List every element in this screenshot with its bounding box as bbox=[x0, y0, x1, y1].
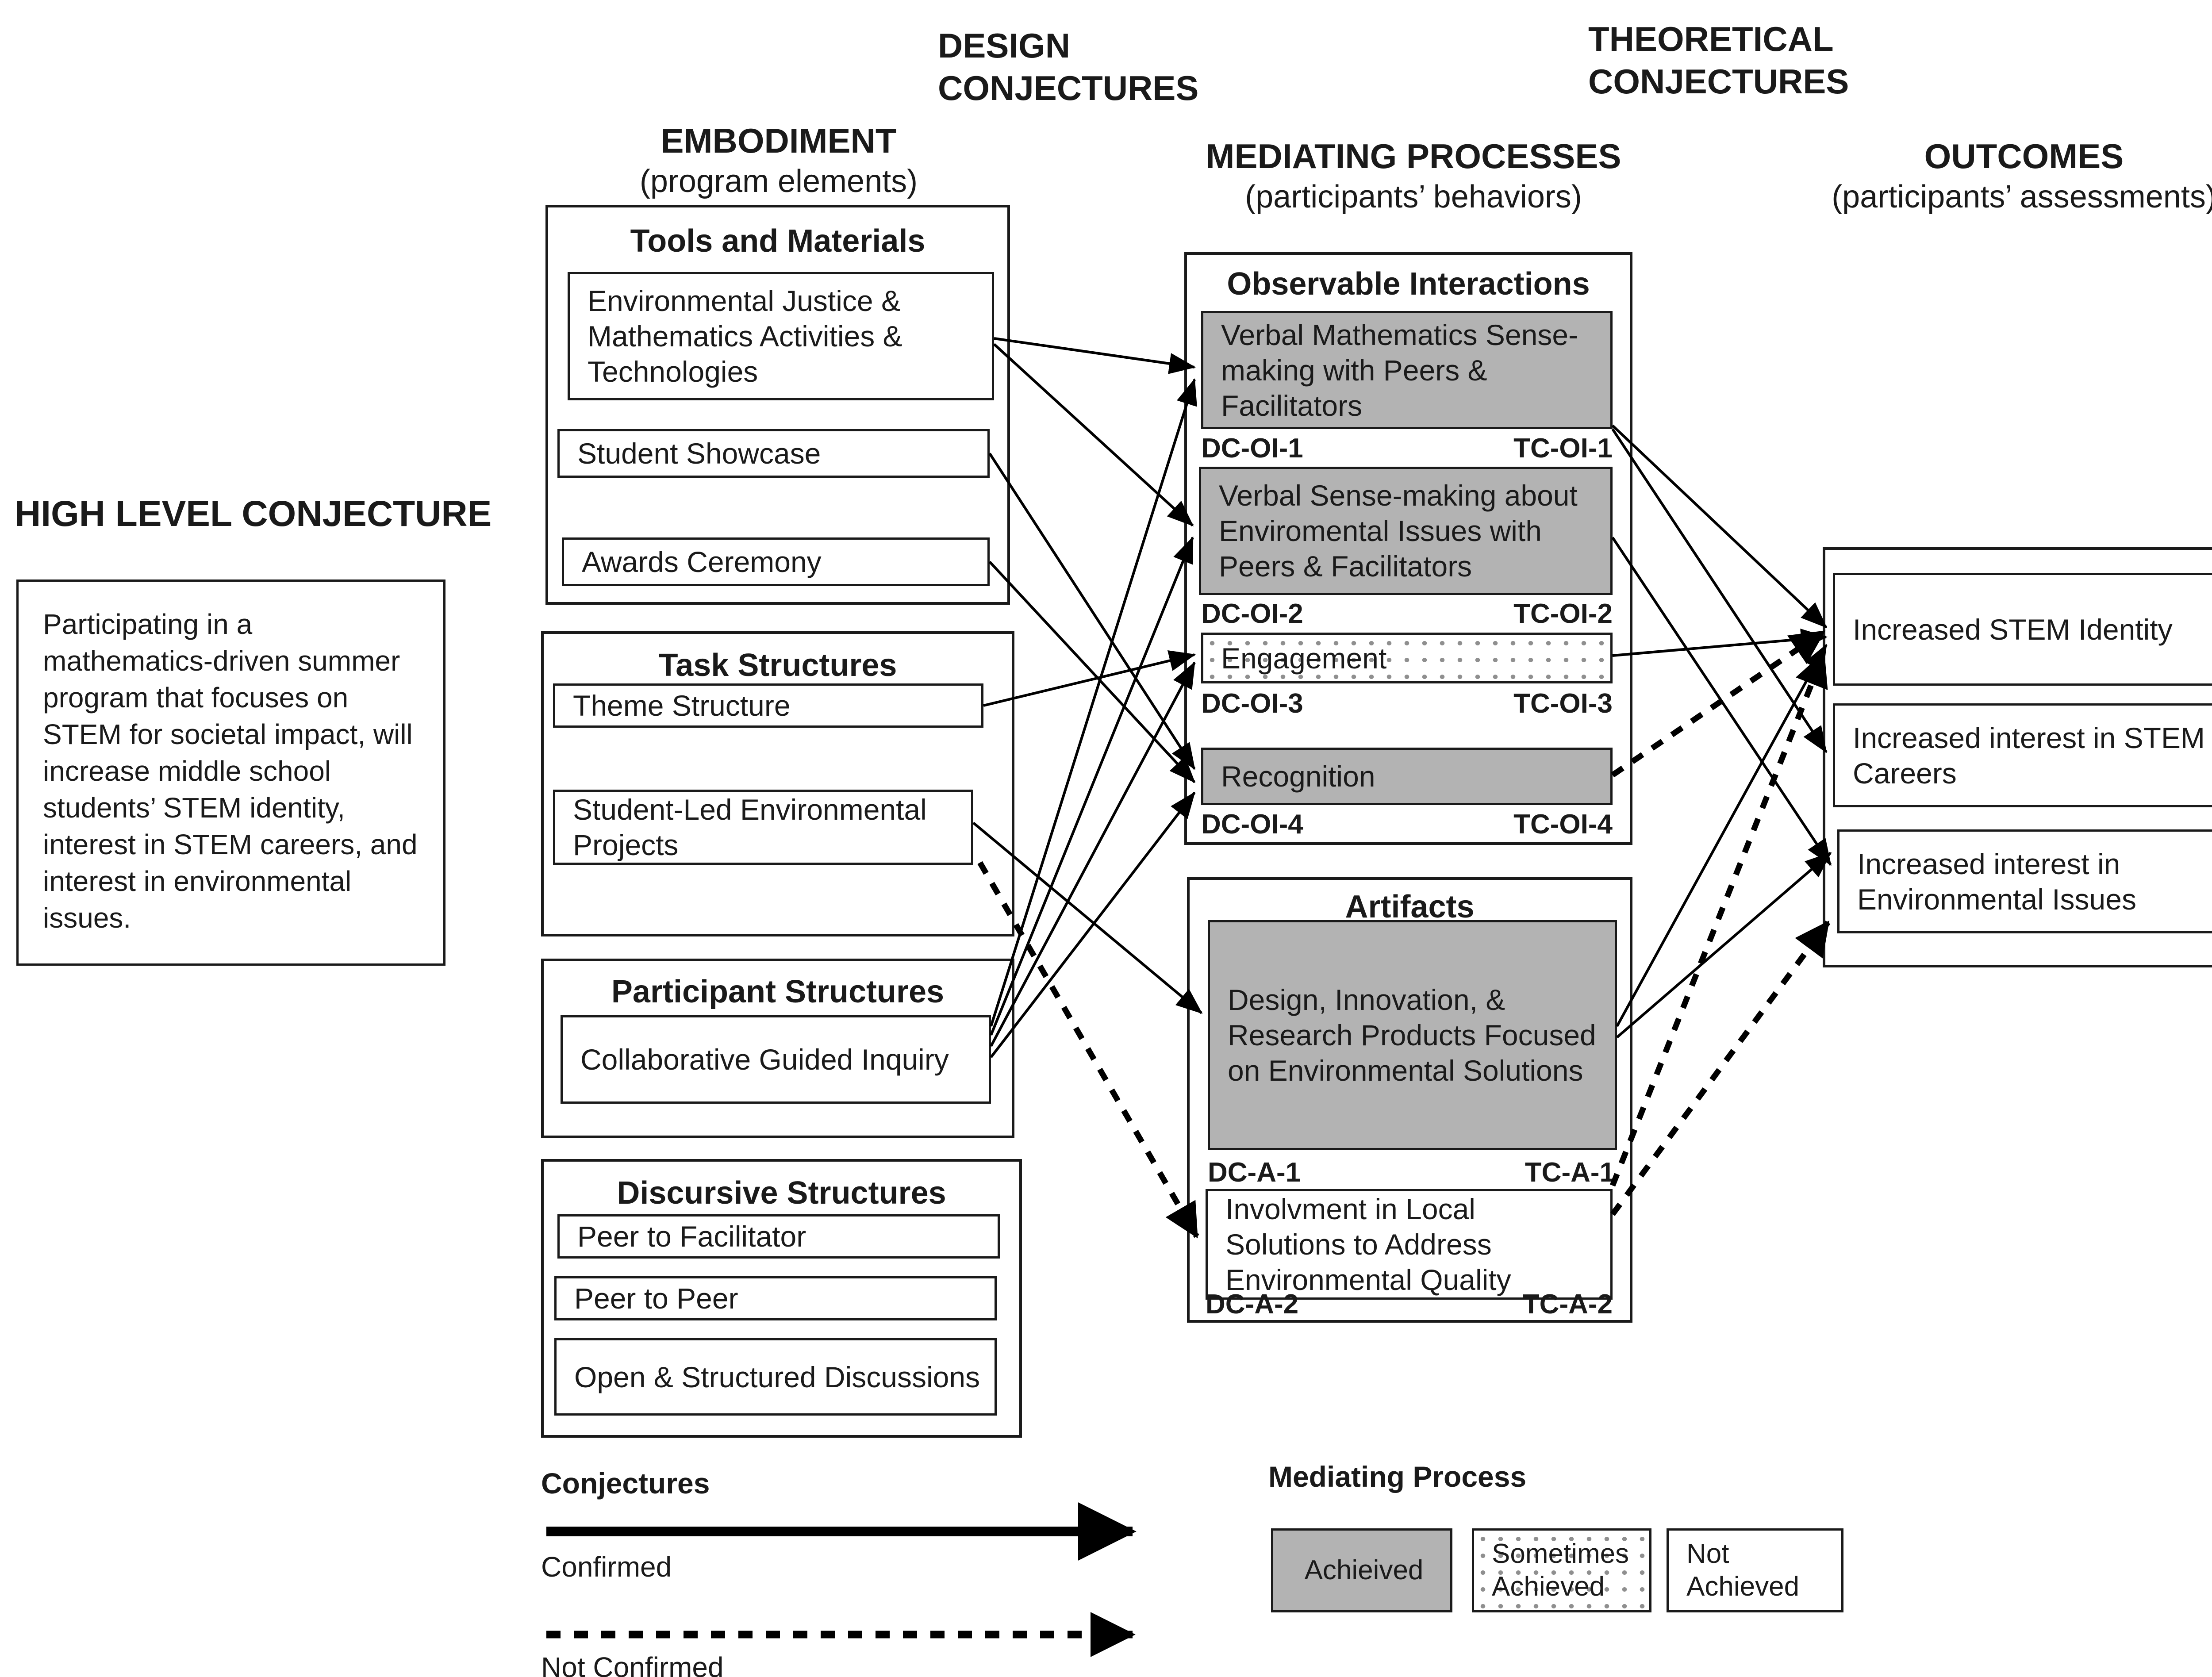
label-tc-oi-2: TC-OI-2 bbox=[1513, 599, 1613, 629]
group-title-discursive: Discursive Structures bbox=[617, 1175, 946, 1211]
arrow-recognition-to-identity-dotted bbox=[1611, 629, 1826, 778]
label-dc-oi-4: DC-OI-4 bbox=[1201, 809, 1303, 840]
arrow-studentled-to-design bbox=[972, 821, 1203, 1014]
label-row-a1: DC-A-1 TC-A-1 bbox=[1208, 1157, 1615, 1188]
outcomes-title: OUTCOMES bbox=[1924, 137, 2124, 176]
outcomes-subtitle: (participants’ assessments) bbox=[1832, 179, 2212, 215]
mediating-item-recognition: Recognition bbox=[1201, 748, 1613, 805]
embodiment-header: EMBODIMENT (program elements) bbox=[535, 119, 1022, 201]
label-tc-a-1: TC-A-1 bbox=[1525, 1157, 1615, 1188]
group-title-observable-interactions: Observable Interactions bbox=[1227, 266, 1590, 302]
arrow-theme-to-engagement bbox=[983, 650, 1196, 707]
embodiment-item-peer-to-facilitator: Peer to Facilitator bbox=[557, 1214, 1000, 1259]
theoretical-conjectures-header: THEORETICAL CONJECTURES bbox=[1588, 18, 1849, 103]
label-tc-oi-3: TC-OI-3 bbox=[1513, 688, 1613, 719]
mediating-title: MEDIATING PROCESSES bbox=[1206, 137, 1621, 176]
legend-sometimes-achieved-box: Sometimes Achieved bbox=[1472, 1528, 1651, 1612]
theoretical-header-line1: THEORETICAL bbox=[1588, 19, 1834, 58]
legend-conjectures-title: Conjectures bbox=[541, 1467, 710, 1500]
mediating-subtitle: (participants’ behaviors) bbox=[1245, 179, 1582, 215]
mediating-header: MEDIATING PROCESSES (participants’ behav… bbox=[1168, 135, 1659, 216]
arrow-cgi-to-verbal-env bbox=[990, 536, 1194, 1036]
label-dc-oi-1: DC-OI-1 bbox=[1201, 433, 1303, 464]
high-level-conjecture-text: Participating in a mathematics-driven su… bbox=[43, 608, 418, 934]
mediating-item-design-innovation-research: Design, Innovation, & Research Products … bbox=[1208, 920, 1617, 1150]
label-dc-a-1: DC-A-1 bbox=[1208, 1157, 1301, 1188]
high-level-conjecture-box: Participating in a mathematics-driven su… bbox=[16, 579, 445, 966]
arrow-verbal-math-to-identity bbox=[1611, 424, 1828, 629]
legend-not-achieved-box: Not Achieved bbox=[1667, 1528, 1843, 1612]
label-dc-a-2: DC-A-2 bbox=[1206, 1289, 1299, 1320]
legend-not-confirmed-label: Not Confirmed bbox=[541, 1651, 724, 1677]
label-row-oi1: DC-OI-1 TC-OI-1 bbox=[1201, 433, 1613, 464]
outcome-item-environmental-issues: Increased interest in Environmental Issu… bbox=[1837, 829, 2212, 933]
arrow-showcase-to-recognition bbox=[988, 453, 1196, 770]
embodiment-item-peer-to-peer: Peer to Peer bbox=[554, 1276, 997, 1320]
embodiment-item-student-led-projects: Student-Led Environmental Projects bbox=[553, 790, 973, 865]
group-title-tools: Tools and Materials bbox=[630, 223, 926, 259]
label-row-oi3: DC-OI-3 TC-OI-3 bbox=[1201, 688, 1613, 719]
embodiment-subtitle: (program elements) bbox=[639, 164, 918, 199]
group-title-task: Task Structures bbox=[658, 648, 897, 683]
label-tc-oi-4: TC-OI-4 bbox=[1513, 809, 1613, 840]
legend-process-title: Mediating Process bbox=[1268, 1460, 1527, 1493]
label-dc-oi-3: DC-OI-3 bbox=[1201, 688, 1303, 719]
outcomes-header: OUTCOMES (participants’ assessments) bbox=[1778, 135, 2212, 216]
label-row-oi2: DC-OI-2 TC-OI-2 bbox=[1201, 598, 1613, 629]
design-conjectures-header: DESIGN CONJECTURES bbox=[938, 24, 1198, 109]
label-tc-oi-1: TC-OI-1 bbox=[1513, 433, 1613, 464]
arrow-verbal-math-to-careers bbox=[1611, 428, 1828, 753]
arrow-cgi-to-verbal-math bbox=[990, 378, 1197, 1027]
embodiment-item-student-showcase: Student Showcase bbox=[557, 429, 990, 478]
arrow-cgi-to-engagement bbox=[990, 661, 1196, 1047]
arrow-involvement-to-identity-dotted bbox=[1609, 652, 1828, 1187]
legend-achieved-box: Achieived bbox=[1271, 1528, 1452, 1612]
legend-confirmed-label: Confirmed bbox=[541, 1551, 672, 1583]
embodiment-item-awards-ceremony: Awards Ceremony bbox=[562, 537, 990, 586]
group-title-artifacts: Artifacts bbox=[1345, 889, 1475, 925]
high-level-conjecture-title: HIGH LEVEL CONJECTURE bbox=[15, 494, 492, 534]
label-row-a2: DC-A-2 TC-A-2 bbox=[1206, 1289, 1613, 1320]
label-dc-oi-2: DC-OI-2 bbox=[1201, 599, 1303, 629]
arrow-ejm-to-verbal-math bbox=[994, 337, 1196, 374]
label-tc-a-2: TC-A-2 bbox=[1522, 1289, 1613, 1320]
outcome-item-stem-identity: Increased STEM Identity bbox=[1833, 573, 2212, 686]
theoretical-header-line2: CONJECTURES bbox=[1588, 62, 1849, 101]
arrow-involvement-to-env-issues-dotted bbox=[1610, 920, 1831, 1216]
embodiment-item-environmental-justice: Environmental Justice & Mathematics Acti… bbox=[568, 272, 994, 400]
mediating-item-engagement: Engagement bbox=[1201, 633, 1613, 683]
design-header-line1: DESIGN bbox=[938, 26, 1071, 65]
group-title-participant: Participant Structures bbox=[611, 974, 945, 1009]
mediating-item-verbal-math-sensemaking: Verbal Mathematics Sense-making with Pee… bbox=[1201, 311, 1613, 429]
mediating-item-involvement-local-solutions: Involvment in Local Solutions to Address… bbox=[1206, 1189, 1613, 1300]
label-row-oi4: DC-OI-4 TC-OI-4 bbox=[1201, 809, 1613, 840]
arrow-design-to-identity bbox=[1616, 644, 1828, 1027]
arrow-awards-to-recognition bbox=[988, 560, 1196, 783]
mediating-item-verbal-env-sensemaking: Verbal Sense-making about Enviromental I… bbox=[1199, 467, 1613, 595]
group-task-structures: Task Structures bbox=[541, 631, 1014, 936]
arrow-cgi-to-recognition bbox=[990, 791, 1196, 1058]
embodiment-item-theme-structure: Theme Structure bbox=[553, 683, 983, 728]
embodiment-title: EMBODIMENT bbox=[661, 121, 897, 160]
embodiment-item-open-structured-discussions: Open & Structured Discussions bbox=[554, 1338, 997, 1416]
outcome-item-stem-careers: Increased interest in STEM Careers bbox=[1833, 703, 2212, 807]
arrow-ejm-to-verbal-env bbox=[993, 343, 1194, 527]
arrow-design-to-env-issues bbox=[1616, 852, 1832, 1039]
design-header-line2: CONJECTURES bbox=[938, 69, 1199, 107]
arrow-studentled-to-involvement-dotted bbox=[977, 861, 1199, 1239]
embodiment-item-collaborative-guided-inquiry: Collaborative Guided Inquiry bbox=[561, 1015, 991, 1104]
